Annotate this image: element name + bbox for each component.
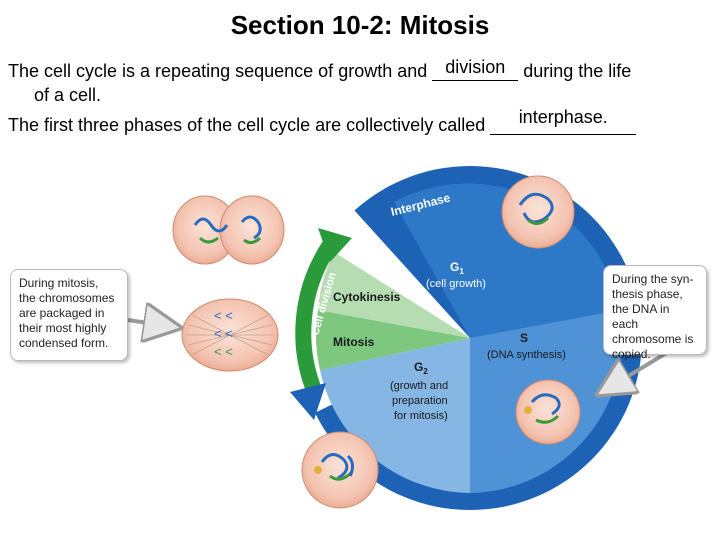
cell-division-arrowhead [318,228,352,262]
answer-interphase: interphase. [518,107,608,127]
interphase-arrowhead [290,383,326,420]
page-title: Section 10-2: Mitosis [230,10,490,40]
label-g1-desc: (cell growth) [426,278,486,290]
cell-g1-illustration [501,175,575,249]
statement-1-continuation: of a cell. [34,85,102,105]
label-mitosis: Mitosis [333,335,375,349]
callout-synthesis-line: copied. [612,347,651,361]
callout-mitosis-line: condensed form. [19,336,109,350]
label-cytokinesis: Cytokinesis [333,290,401,304]
label-g2-desc-2: preparation [392,395,448,407]
label-s-desc: (DNA synthesis) [487,349,566,361]
callout-left-arrow [127,320,175,327]
label-g2: G2 [414,360,428,376]
answer-blank-division: division [432,57,519,81]
callout-mitosis-line: During mitosis, [19,276,99,290]
answer-blank-interphase: interphase. [490,107,637,135]
label-g2-desc-1: (growth and [390,380,448,392]
callout-synthesis-line: the DNA in each [612,302,670,331]
callout-synthesis-line: During the syn- [612,272,694,286]
statement-1-text-end: during the life [518,61,632,81]
g2-sector [320,338,470,493]
label-g1: G1 [450,260,464,276]
callout-mitosis: During mitosis, the chromosomes are pack… [10,269,128,361]
label-s: S [520,331,528,345]
callout-synthesis: During the syn- thesis phase, the DNA in… [603,265,707,361]
svg-text:< <: < < [214,344,233,359]
cell-dividing-illustration [172,195,285,265]
cell-metaphase-illustration: < < < < < < [181,298,279,372]
callout-mitosis-line: their most highly [19,321,107,335]
mitosis-sector [315,310,470,370]
cell-cycle-diagram: Interphase Cell division G1 (cell growth… [127,166,670,510]
callout-synthesis-line: chromosome is [612,332,694,346]
answer-division: division [445,57,506,77]
callout-mitosis-line: are packaged in [19,306,105,320]
statement-1: The cell cycle is a repeating sequence o… [8,57,632,82]
callout-synthesis-line: thesis phase, [612,287,683,301]
statement-2: The first three phases of the cell cycle… [8,107,637,136]
label-g2-desc-3: for mitosis) [394,410,448,422]
svg-text:< <: < < [214,308,233,323]
svg-text:< <: < < [214,326,233,341]
cytokinesis-sector [318,252,470,338]
statement-2-text: The first three phases of the cell cycle… [8,115,491,135]
callout-mitosis-line: the chromosomes [19,291,115,305]
cell-prophase-illustration [301,431,379,509]
callout-right-arrow [602,350,670,392]
cell-s-phase-illustration [515,379,581,445]
statement-1-text: The cell cycle is a repeating sequence o… [8,61,433,81]
cell-division-arrow [295,240,337,399]
